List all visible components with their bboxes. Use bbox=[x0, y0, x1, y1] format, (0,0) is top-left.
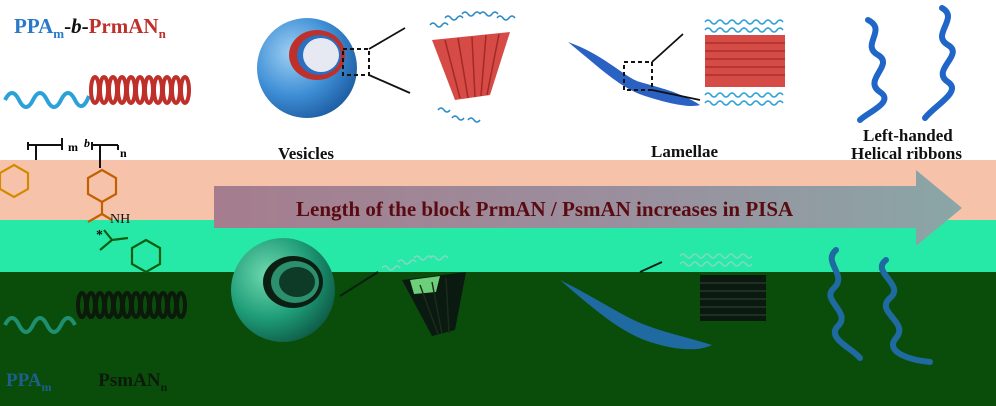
arrow-caption: Length of the block PrmAN / PsmAN increa… bbox=[296, 197, 794, 221]
helical-ribbons-illustration bbox=[857, 5, 956, 123]
vesicle-bilayer-fan bbox=[429, 11, 516, 123]
bottom-bilayer-fan bbox=[381, 255, 466, 336]
nh-label: NH bbox=[110, 212, 131, 227]
bottom-vesicle-illustration bbox=[231, 238, 379, 342]
amide-side-group bbox=[86, 168, 118, 223]
formula-b-label: b bbox=[84, 136, 90, 150]
blue-coil-segment bbox=[3, 91, 91, 109]
lamellae-label: Lamellae bbox=[651, 142, 719, 161]
bottom-ppa-label: PPA bbox=[6, 370, 42, 391]
prman-subscript-n: n bbox=[158, 26, 166, 42]
bottom-helical-ribbons bbox=[827, 247, 933, 365]
mint-background-band bbox=[0, 220, 996, 274]
lamellae-illustration bbox=[568, 19, 785, 106]
phenyl-ring-left bbox=[0, 163, 30, 199]
formula-m-label: m bbox=[68, 140, 78, 154]
left-handed-label: Left-handed bbox=[863, 126, 953, 145]
vesicles-label: Vesicles bbox=[278, 144, 335, 163]
top-polymer-chain bbox=[3, 75, 191, 109]
prman-block-label: PrmAN bbox=[88, 14, 159, 38]
ppa-subscript-m: m bbox=[53, 26, 65, 42]
copolymer-name-top: PPAm-b-PrmANn bbox=[14, 14, 166, 42]
vesicle-illustration bbox=[257, 18, 411, 118]
chiral-phenyl-group bbox=[99, 229, 162, 274]
ppa-block-label: PPA bbox=[14, 14, 54, 38]
bottom-psman-label: PsmAN bbox=[98, 370, 161, 391]
bottom-psman-subscript: n bbox=[160, 379, 168, 394]
dash-1: - bbox=[64, 14, 72, 38]
copolymer-name-bottom: PPAm PsmANn bbox=[6, 370, 167, 395]
bottom-lamellae-illustration bbox=[560, 253, 766, 350]
bottom-ppa-subscript: m bbox=[41, 379, 52, 394]
block-italic-b: b bbox=[71, 14, 82, 38]
formula-n-label: n bbox=[120, 146, 127, 160]
polymer-formula bbox=[27, 138, 119, 168]
growth-direction-arrow bbox=[214, 170, 962, 246]
bottom-polymer-chain bbox=[3, 291, 187, 334]
red-helix-segment bbox=[89, 75, 191, 105]
dash-2: - bbox=[81, 14, 89, 38]
chiral-center-star: * bbox=[96, 228, 103, 243]
helical-ribbons-label: Helical ribbons bbox=[851, 144, 962, 163]
